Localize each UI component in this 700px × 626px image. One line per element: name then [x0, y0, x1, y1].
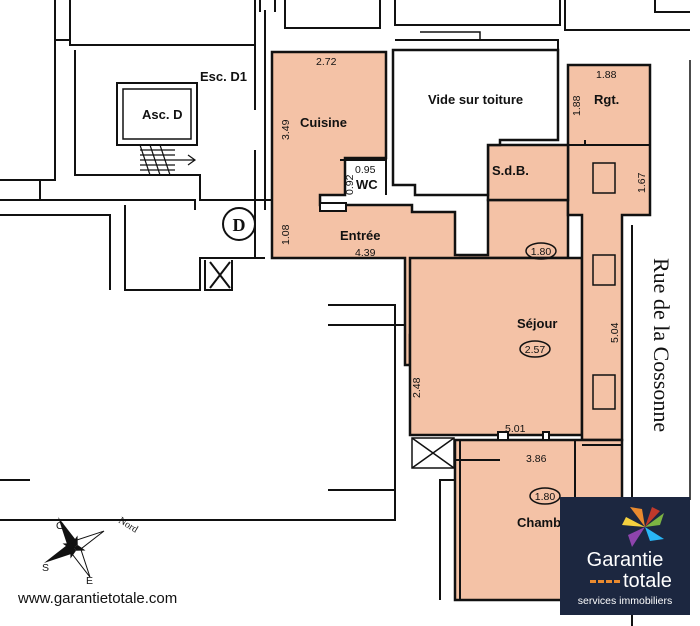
- compass-west: O: [56, 520, 64, 532]
- label-entree: Entrée: [340, 228, 380, 243]
- brand-dash: [590, 580, 620, 584]
- staircase: [139, 144, 197, 176]
- dim-rgt-width: 1.88: [596, 69, 617, 81]
- dim-entree-depth: 1.08: [280, 224, 292, 245]
- label-chambre: Chamb: [517, 515, 561, 530]
- dim-chambre-width: 3.86: [526, 453, 547, 465]
- ceiling-marker-sejour: 1.80: [525, 242, 557, 260]
- dim-cuisine-depth: 3.49: [280, 119, 292, 140]
- compass-rose-icon: [43, 516, 105, 578]
- dim-rgt-side: 1.88: [571, 95, 583, 116]
- dim-sejour-width: 5.01: [505, 423, 526, 435]
- crossed-shaft: [411, 437, 455, 469]
- label-cuisine: Cuisine: [300, 115, 347, 130]
- dim-wc-depth: 0.92: [344, 174, 356, 195]
- dim-sejour-left: 2.48: [411, 377, 423, 398]
- label-wc: WC: [356, 177, 378, 192]
- label-vide: Vide sur toiture: [428, 92, 523, 107]
- elevator-shaft: [116, 82, 198, 146]
- dim-sejour-ceiling: 1.80: [531, 246, 552, 258]
- dim-chambre-ceiling: 1.80: [535, 491, 556, 503]
- pinwheel-icon: [622, 507, 664, 547]
- building-walls: [0, 0, 690, 600]
- dim-sejour-depth: 5.04: [609, 322, 621, 343]
- brand-name-line2-wrap: totale: [560, 571, 690, 591]
- dim-entree-width: 4.39: [355, 247, 376, 259]
- website-url: www.garantietotale.com: [18, 590, 178, 607]
- label-asc: Asc. D: [142, 107, 182, 122]
- dim-wc-width: 0.95: [355, 164, 376, 176]
- brand-logo: Garantie totale services immobiliers: [560, 497, 690, 615]
- shafts: [592, 162, 616, 410]
- label-rgt: Rgt.: [594, 92, 619, 107]
- label-sdb: S.d.B.: [492, 163, 529, 178]
- dim-sdb-side: 1.67: [636, 172, 648, 193]
- brand-name-line2: totale: [623, 570, 672, 592]
- staircase-d-marker: D: [222, 207, 256, 241]
- compass-north: Nord: [116, 515, 139, 535]
- brand-name-line1: Garantie: [586, 549, 664, 571]
- label-sejour: Séjour: [517, 316, 557, 331]
- void-roof: [391, 31, 560, 197]
- marker-d-label: D: [233, 215, 246, 235]
- dim-cuisine-width: 2.72: [316, 56, 337, 68]
- room-sejour: [408, 256, 584, 437]
- compass-south: S: [42, 562, 49, 574]
- label-esc: Esc. D1: [200, 69, 247, 84]
- height-marker-sejour: 2.57: [519, 340, 551, 358]
- brand-tagline: services immobiliers: [577, 595, 673, 607]
- compass-east: E: [86, 575, 93, 587]
- dim-sejour-height: 2.57: [525, 344, 546, 356]
- ceiling-marker-chambre: 1.80: [529, 487, 561, 505]
- doors: [319, 202, 550, 441]
- street-name: Rue de la Cossonne: [649, 258, 674, 432]
